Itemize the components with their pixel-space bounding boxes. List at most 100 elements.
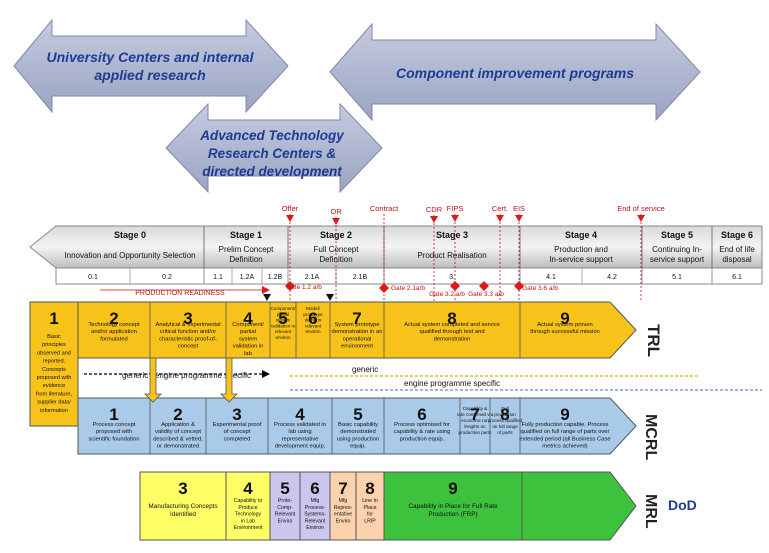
mcrl-level-2-text-line-1: Application & [161,422,195,428]
substage-8: 3. [449,274,455,281]
mcrl-level-9-text-line-3: extended period (all Business Case [519,436,610,442]
mcrl-level-7-text-line-1: Capability & [463,406,488,411]
stage-0-desc-1: Innovation and Opportunity Selection [64,251,195,260]
mrl-level-5-num: 5 [280,479,289,498]
substage-2: 0.2 [162,274,172,281]
milestone-7-marker [332,218,340,225]
mrl-level-7-text-line-2: Repres- [334,505,353,511]
mrl-level-6-text-line-2: Process- [305,505,326,511]
mrl-level-9-text-line-2: Production (FRP) [428,511,477,518]
mcrl-level-3-num: 3 [232,405,241,424]
mrl-level-3-text-line-1: Manufacturing Concepts [148,503,217,510]
mcrl-level-8-text-line-5: of parts [497,430,513,435]
stage-0-name: Stage 0 [114,230,146,240]
substage-7: 2.1B [353,274,368,281]
mcrl-level-4-text-line-3: representative [282,436,319,442]
trl-level-1-text-line-7: evidence [43,383,65,389]
spec-lines: generic / engine programme specific gene… [84,365,762,391]
substage-3: 1.1 [213,274,223,281]
trl-level-5-text-line-3: system [276,318,291,323]
trl-level-2-text-line-2: and/or application [91,329,137,335]
trl-level-8-text-line-3: demonstration [434,336,471,342]
gate-4-marker [479,281,489,291]
substage-5: 1.2B [268,274,283,281]
trl-level-8-text-line-2: qualified through test and [419,329,484,335]
mcrl-level-3-text-line-3: completed [224,436,251,442]
mcrl-level-9-text-line-2: qualified on full range of parts over [521,429,610,435]
trl-level-5-text-line-5: relevant [275,329,292,334]
mrl-level-8-box [355,471,385,541]
milestone-6-label: End of service [617,204,665,213]
mrl-level-9-num: 9 [448,479,457,498]
banner-advanced-line3: directed development [202,164,342,179]
milestone-7-label: OR [330,207,342,216]
gate-2-marker [379,283,389,293]
mrl-level-9-box [383,471,523,541]
milestone-2-label: CDR [426,205,443,214]
trl-level-5-num: 5 [278,309,287,328]
mrl-level-8-num: 8 [365,479,374,498]
stage-3-name: Stage 3 [436,230,468,240]
mrl-level-4-text-line-5: Environment [233,525,263,531]
mrl-level-5-text-line-2: Comp- [277,505,293,511]
trl-level-4-text-line-2: partial [240,329,256,335]
trl-level-7-text-line-2: demonstration in an [332,329,383,335]
mrl-level-4-text-line-2: Produce [238,505,257,511]
spec-generic-engine-label: generic / engine programme specific [122,371,251,380]
mcrl-level-6-num: 6 [417,405,426,424]
banner-advanced-line1: Advanced Technology [199,128,345,143]
trl-level-1-text-line-2: principles [42,342,66,348]
gate-1-marker [285,281,295,291]
banner-advanced-line2: Research Centers & [208,146,336,161]
trl-level-7-text-line-4: environment [341,344,373,350]
mcrl-level-3-text-line-2: of concept [224,429,251,435]
trl-level-1-text-line-4: reported. [43,359,66,365]
mcrl-level-8-text-line-3: process qualified [488,418,523,423]
stage-6-name: Stage 6 [721,230,753,240]
trl-level-1-text-line-5: Concepts [42,367,66,373]
trl-level-6-text-line-2: prototype [303,312,323,317]
mcrl-level-5-text-line-3: using production [337,436,380,442]
mcrl-level-2-text-line-3: described & vetted, [153,436,203,442]
mcrl-level-1-text-line-1: Process concept [93,422,136,428]
substage-12: 6.1 [732,274,742,281]
mcrl-level-8-text-line-4: on full range [492,424,518,429]
stage-6-desc-1: End of life [719,245,755,254]
stage-1-desc-2: Definition [229,255,262,264]
mcrl-level-9-text-line-1: Fully production capable. Process [522,422,609,428]
gate-3-label: Gate 3.2 a/b [429,291,465,298]
trl-level-6-num: 6 [308,309,317,328]
stage-band: Stage 0 Innovation and Opportunity Select… [29,225,763,285]
milestone-1-marker [286,215,294,222]
mcrl-level-6-text-line-1: Process optimised for [394,422,450,428]
trl-level-4-num: 4 [243,309,253,328]
mrl-level-7-text-line-3: entative [334,512,352,518]
gate-5-marker [514,281,524,291]
trl-level-5-text-line-6: environ [275,335,291,340]
mrl-level-4-text-line-3: Technology [235,512,262,518]
mcrl-level-4-text-line-4: development equip. [275,444,326,450]
mcrl-level-5-text-line-1: Basic capability [338,422,378,428]
mcrl-level-8-num: 8 [500,405,509,424]
trl-level-4-text-line-3: system [239,336,258,342]
spec-engine-label: engine programme specific [404,379,500,388]
mrl-level-5-text-line-1: Proto- [278,498,292,504]
mrl-level-4-num: 4 [243,479,253,498]
trl-level-2-text-line-3: formulated [100,336,127,342]
trl-row-label: TRL [644,324,663,357]
stage-4-desc-1: Production and [554,245,608,254]
gate-1-label: Gate 1.2 a/b [286,284,322,291]
mrl-row-label: MRL [642,494,659,529]
mcrl-level-5-text-line-4: equip. [350,444,366,450]
milestone-3-label: FIPS [447,204,464,213]
gate-2-label: Gate 2.1a/b [391,285,425,292]
milestone-3-marker [451,215,459,222]
trl-level-9-text-line-1: Actual system proven [537,322,592,328]
stage-2-desc-2: Definition [319,255,352,264]
mrl-level-3-text-line-2: Identified [170,511,196,518]
mcrl-level-1-num: 1 [109,405,118,424]
trl-level-1-box [29,301,79,427]
